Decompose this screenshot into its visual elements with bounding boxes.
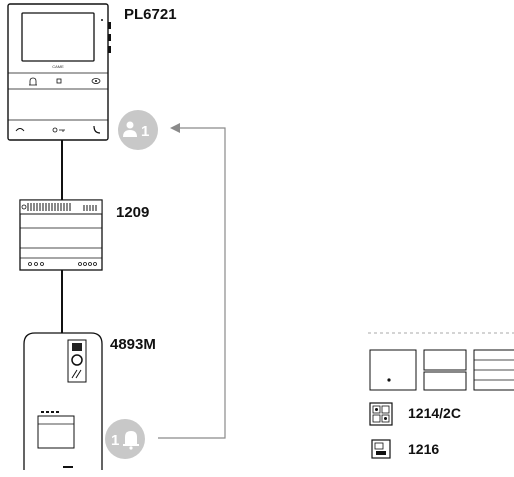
legend-item-1214-label: 1214/2C [408, 405, 461, 421]
legend-item-holder: 1214/2C [408, 405, 461, 421]
key-icon [52, 127, 65, 133]
call-badge: 1 [105, 419, 145, 459]
monitor-brand-logo: CAME [52, 64, 64, 69]
square-icon [56, 78, 62, 84]
panel-model-label: 4893M [110, 336, 156, 353]
connector-arrowhead [170, 123, 180, 133]
monitor-side-button [108, 34, 111, 41]
panel-camera-lens [71, 354, 83, 366]
user-badge-number: 1 [141, 123, 149, 140]
eye-icon-pupil [95, 80, 97, 82]
legend-item-1216-label: 1216 [408, 441, 440, 457]
bell-icon [125, 431, 137, 444]
monitor-side-button [108, 22, 111, 29]
supply-screw [21, 204, 27, 210]
panel-keypad [37, 415, 75, 449]
panel-keypad-dots [41, 411, 59, 413]
panel-speaker-grille [71, 369, 82, 379]
bell-icon [29, 77, 37, 86]
supply-model-label: 1209 [116, 204, 150, 221]
supply-bottom-terminals [28, 262, 97, 266]
call-connector-line [158, 127, 226, 439]
legend-boxes [369, 349, 514, 391]
monitor-label-holder: PL6721 [124, 6, 177, 23]
person-icon [126, 121, 134, 129]
legend-single-box-dot [387, 378, 391, 382]
monitor-side-button [108, 46, 111, 53]
phone-icon [93, 125, 101, 134]
monitor-device: CAME [7, 3, 111, 141]
panel-bottom-slot [63, 466, 73, 468]
panel-camera-top [72, 343, 82, 351]
panel-body [23, 332, 103, 470]
person-icon-body [123, 130, 137, 137]
monitor-screen [21, 12, 95, 62]
legend-double-box-bottom [423, 371, 467, 391]
entrance-panel-device [23, 332, 103, 470]
legend-item-holder: 1216 [408, 441, 440, 457]
bell-icon-clapper [129, 446, 133, 450]
handset-icon [15, 128, 25, 132]
supply-terminal-teeth [27, 203, 97, 211]
user-badge: 1 [118, 110, 158, 150]
bell-icon-base [123, 444, 139, 446]
power-supply-device [19, 199, 103, 271]
user-badge-circle [118, 110, 158, 150]
junction-box-icon [369, 402, 393, 426]
call-badge-number: 1 [111, 432, 119, 449]
legend-single-box [369, 349, 417, 391]
legend-double-box-top [423, 349, 467, 371]
panel-label-holder: 4893M [110, 336, 156, 353]
monitor-led [101, 19, 103, 21]
supply-label-holder: 1209 [116, 204, 150, 221]
monitor-model-label: PL6721 [124, 6, 177, 23]
eye-icon [91, 78, 101, 84]
module-icon [371, 439, 391, 459]
